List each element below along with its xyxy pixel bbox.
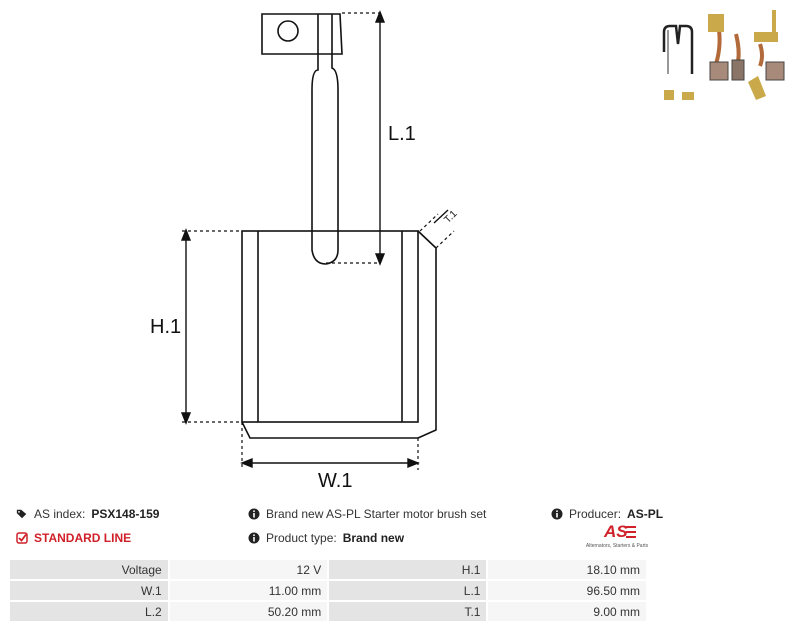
- as-index-label: AS index:: [34, 507, 86, 521]
- shunt-wire: [311, 14, 339, 265]
- spec-key: Voltage: [10, 560, 168, 579]
- table-row: L.2 50.20 mm T.1 9.00 mm: [10, 602, 646, 621]
- terminal-hole: [277, 20, 299, 42]
- dimension-label-h1: H.1: [150, 316, 181, 338]
- spec-key: W.1: [10, 581, 168, 600]
- spec-value: 12 V: [169, 560, 328, 579]
- table-row: W.1 11.00 mm L.1 96.50 mm: [10, 581, 646, 600]
- terminal-lug: [261, 13, 343, 55]
- dimension-label-l1: L.1: [388, 123, 416, 145]
- brush-body: [241, 230, 419, 423]
- producer-logo: AS Alternators, Starters & Parts: [584, 522, 650, 552]
- description-row: Brand new AS-PL Starter motor brush set: [248, 507, 486, 521]
- table-row: Voltage 12 V H.1 18.10 mm: [10, 560, 646, 579]
- spec-value: 96.50 mm: [488, 581, 646, 600]
- standard-line-badge: STANDARD LINE: [34, 531, 132, 545]
- spec-key: L.1: [329, 581, 487, 600]
- logo-tagline: Alternators, Starters & Parts: [585, 543, 649, 549]
- technical-drawing: L.1 H.1 W.1 T.1: [150, 10, 460, 492]
- product-type-row: Product type: Brand new: [248, 531, 404, 545]
- as-index-value[interactable]: PSX148-159: [91, 507, 160, 521]
- tags-icon: [16, 508, 28, 520]
- as-index-row: AS index: PSX148-159: [16, 507, 159, 521]
- product-type-value: Brand new: [342, 531, 405, 545]
- info-circle-icon: [248, 508, 260, 520]
- producer-label: Producer:: [569, 507, 622, 521]
- standard-line-row: STANDARD LINE: [16, 531, 131, 545]
- logo-mark: AS: [604, 522, 628, 541]
- dimension-label-w1: W.1: [318, 470, 352, 492]
- info-circle-icon: [248, 532, 260, 544]
- spec-value: 9.00 mm: [488, 602, 646, 621]
- product-description: Brand new AS-PL Starter motor brush set: [266, 507, 487, 521]
- specs-table: Voltage 12 V H.1 18.10 mm W.1 11.00 mm L…: [8, 558, 648, 623]
- spec-value: 11.00 mm: [169, 581, 328, 600]
- spec-value: 50.20 mm: [169, 602, 328, 621]
- spec-key: T.1: [329, 602, 487, 621]
- spec-value: 18.10 mm: [488, 560, 646, 579]
- product-photo[interactable]: [656, 4, 796, 104]
- spec-key: L.2: [10, 602, 168, 621]
- dimension-label-t1: T.1: [442, 208, 460, 226]
- producer-row: Producer: AS-PL: [551, 507, 663, 521]
- product-type-label: Product type:: [266, 531, 337, 545]
- check-square-icon: [16, 532, 28, 544]
- info-circle-icon: [551, 508, 563, 520]
- producer-value: AS-PL: [627, 507, 664, 521]
- spec-key: H.1: [329, 560, 487, 579]
